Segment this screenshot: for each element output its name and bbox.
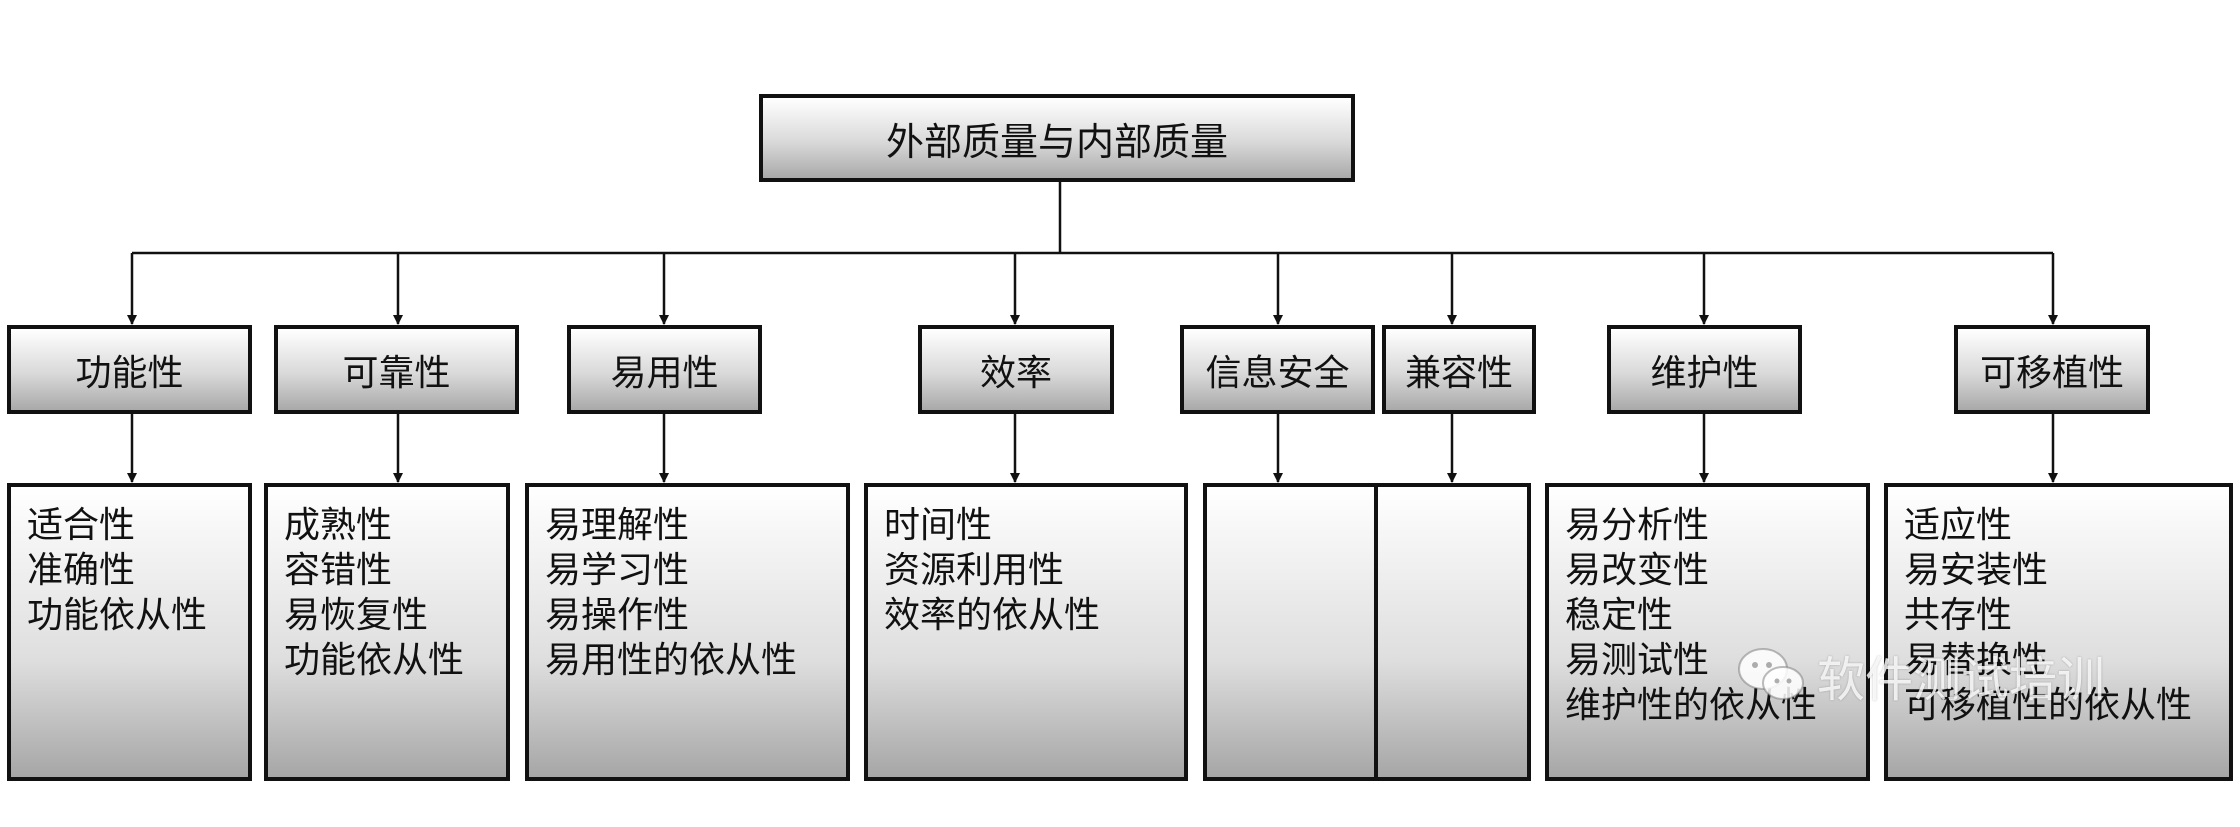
detail-item: 资源利用性 [884,550,1065,591]
category-label: 可靠性 [342,352,451,394]
root-node: 外部质量与内部质量 [759,94,1355,182]
category-node-4: 效率 [918,325,1114,414]
detail-item: 易学习性 [545,550,690,591]
detail-item: 效率的依从性 [884,595,1101,636]
category-node-5: 信息安全 [1180,325,1375,414]
detail-item: 易安装性 [1904,550,2049,591]
detail-item: 功能依从性 [284,640,465,681]
detail-item: 功能依从性 [27,595,208,636]
detail-node-6 [1374,483,1531,781]
detail-item: 易用性的依从性 [545,640,798,681]
category-label: 维护性 [1650,352,1759,394]
watermark: 软件测试培训 [1735,645,2105,708]
category-label: 效率 [979,352,1052,394]
detail-item: 适合性 [27,505,136,546]
detail-item: 易理解性 [545,505,690,546]
category-node-7: 维护性 [1607,325,1802,414]
category-node-2: 可靠性 [274,325,519,414]
detail-item: 稳定性 [1565,595,1674,636]
detail-item: 时间性 [884,505,993,546]
root-label: 外部质量与内部质量 [885,119,1228,164]
detail-item: 易测试性 [1565,640,1710,681]
detail-node-2: 成熟性 容错性 易恢复性 功能依从性 [264,483,510,781]
detail-item: 易替换性 [1904,640,2049,681]
detail-node-4: 时间性 资源利用性 效率的依从性 [864,483,1188,781]
detail-item: 共存性 [1904,595,2013,636]
category-node-3: 易用性 [567,325,762,414]
category-label: 可移植性 [1979,352,2124,394]
category-node-8: 可移植性 [1954,325,2150,414]
detail-node-5 [1203,483,1378,781]
detail-item: 易改变性 [1565,550,1710,591]
detail-item: 可移植性的依从性 [1904,685,2193,726]
detail-item: 适应性 [1904,505,2013,546]
category-node-1: 功能性 [7,325,252,414]
detail-node-1: 适合性 准确性 功能依从性 [7,483,252,781]
wechat-icon [1738,648,1804,700]
detail-node-8: 适应性 易安装性 共存性 易替换性 可移植性的依从性 [1884,483,2233,781]
detail-item: 成熟性 [284,505,393,546]
detail-node-3: 易理解性 易学习性 易操作性 易用性的依从性 [525,483,850,781]
detail-item: 易操作性 [545,595,690,636]
category-label: 功能性 [75,352,184,394]
category-node-6: 兼容性 [1382,325,1536,414]
detail-item: 易分析性 [1565,505,1710,546]
detail-item: 容错性 [284,550,393,591]
detail-item: 易恢复性 [284,595,429,636]
detail-node-7: 易分析性 易改变性 稳定性 易测试性 维护性的依从性 [1545,483,1870,781]
watermark-text: 软件测试培训 [1817,652,2106,708]
category-label: 兼容性 [1404,352,1513,394]
category-label: 信息安全 [1205,352,1350,394]
category-label: 易用性 [610,352,719,394]
detail-item: 准确性 [27,550,136,591]
